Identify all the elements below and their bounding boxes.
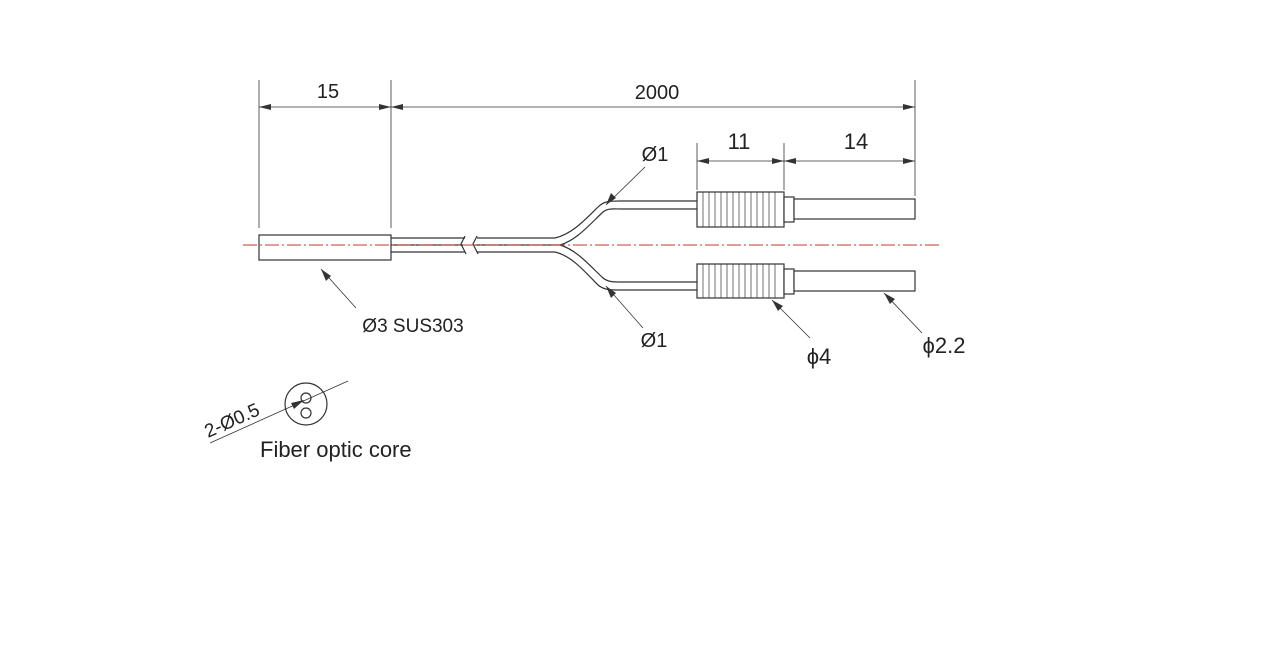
dimension-2000: 2000 <box>391 82 915 110</box>
lower-connector <box>696 263 916 299</box>
dimension-11: 11 <box>697 129 784 164</box>
dimension-14-label: 14 <box>844 129 868 154</box>
dimension-2000-label: 2000 <box>635 82 680 104</box>
leader-tip: Ø3 SUS303 <box>320 268 464 337</box>
lower-fiber <box>554 244 697 291</box>
dimension-15-label: 15 <box>317 81 339 103</box>
end-diameter-label: ϕ2.2 <box>923 333 966 358</box>
dimension-15: 15 <box>259 81 391 110</box>
nut-diameter-label: ϕ4 <box>807 344 832 369</box>
leader-upper-fiber: Ø1 <box>605 144 669 206</box>
lower-fiber-diameter-label: Ø1 <box>641 330 668 352</box>
upper-knurl <box>702 192 776 227</box>
leader-end: ϕ2.2 <box>883 292 966 358</box>
lower-knurl <box>702 264 776 298</box>
upper-connector <box>696 191 916 228</box>
core-caption: Fiber optic core <box>260 437 412 462</box>
leader-lower-fiber: Ø1 <box>605 285 668 352</box>
leader-nut: ϕ4 <box>771 299 832 369</box>
extension-lines <box>258 80 916 228</box>
upper-fiber-diameter-label: Ø1 <box>642 144 669 166</box>
dimension-11-label: 11 <box>728 129 751 154</box>
tip-spec-label: Ø3 SUS303 <box>362 316 463 337</box>
dimension-14: 14 <box>784 129 915 164</box>
upper-fiber <box>554 200 697 246</box>
core-cross-section: 2-Ø0.5 Fiber optic core <box>201 380 412 462</box>
core-count-label: 2-Ø0.5 <box>201 400 263 443</box>
sensor-tip <box>258 234 392 261</box>
